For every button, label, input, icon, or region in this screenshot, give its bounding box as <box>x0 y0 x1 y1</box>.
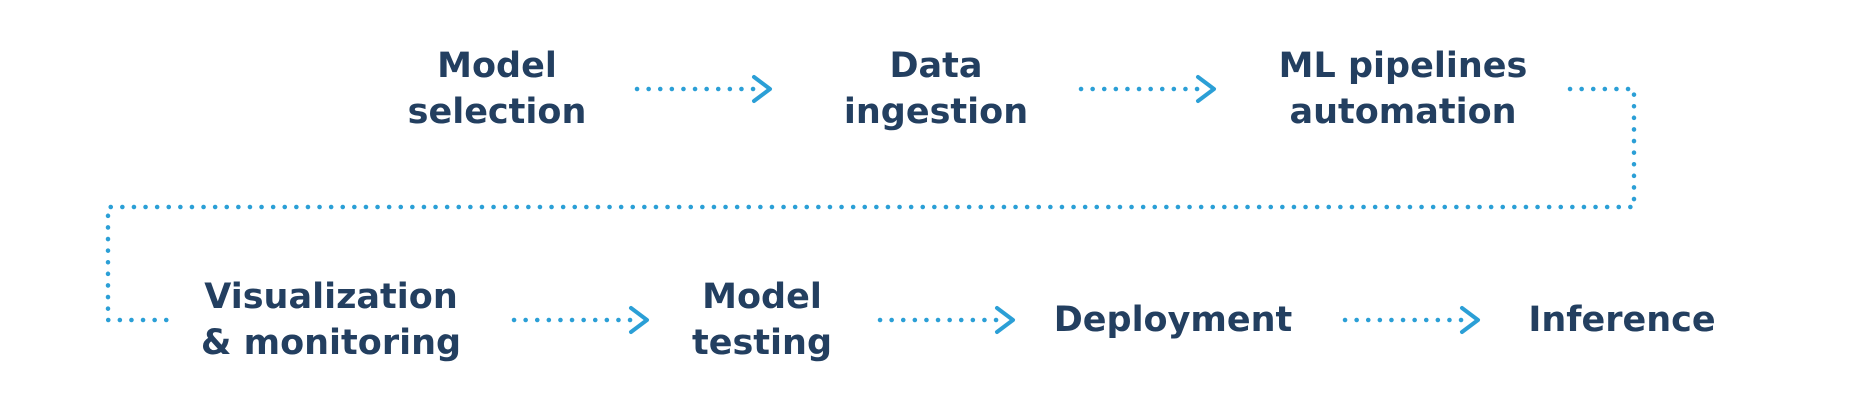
step-label-line: Visualization <box>204 277 458 317</box>
step-deployment: Deployment <box>1054 297 1293 343</box>
connector-ml-pipelines-to-visualization <box>105 86 1637 323</box>
step-visualization-monitoring: Visualization & monitoring <box>201 274 461 366</box>
step-data-ingestion: Data ingestion <box>844 43 1028 135</box>
connector-model-selection-to-data-ingestion <box>634 75 772 103</box>
step-model-testing: Model testing <box>692 274 832 366</box>
step-label-line: Data <box>889 46 983 86</box>
arrowhead-icon <box>995 306 1015 334</box>
arrowhead-icon <box>752 75 772 103</box>
step-inference: Inference <box>1528 297 1715 343</box>
connector-deployment-to-inference <box>1342 306 1480 334</box>
arrowhead-icon <box>629 306 649 334</box>
step-label-line: & monitoring <box>200 323 462 363</box>
step-label-line: testing <box>692 323 832 363</box>
arrowhead-icon <box>1460 306 1480 334</box>
step-label-line: Model <box>437 46 557 86</box>
step-label-line: selection <box>407 92 587 132</box>
step-label-line: automation <box>1289 92 1517 132</box>
arrowhead-icon <box>1196 75 1216 103</box>
step-label-line: Inference <box>1528 300 1716 340</box>
connector-data-ingestion-to-ml-pipelines <box>1078 75 1216 103</box>
step-label-line: Deployment <box>1053 300 1293 340</box>
step-model-selection: Model selection <box>408 43 587 135</box>
step-label-line: ML pipelines <box>1278 46 1528 86</box>
connector-model-testing-to-deployment <box>877 306 1015 334</box>
step-label-line: ingestion <box>843 92 1029 132</box>
step-ml-pipelines-automation: ML pipelines automation <box>1279 43 1528 135</box>
dotted-elbow-line <box>105 86 1637 323</box>
connector-visualization-to-model-testing <box>511 306 649 334</box>
step-label-line: Model <box>702 277 822 317</box>
